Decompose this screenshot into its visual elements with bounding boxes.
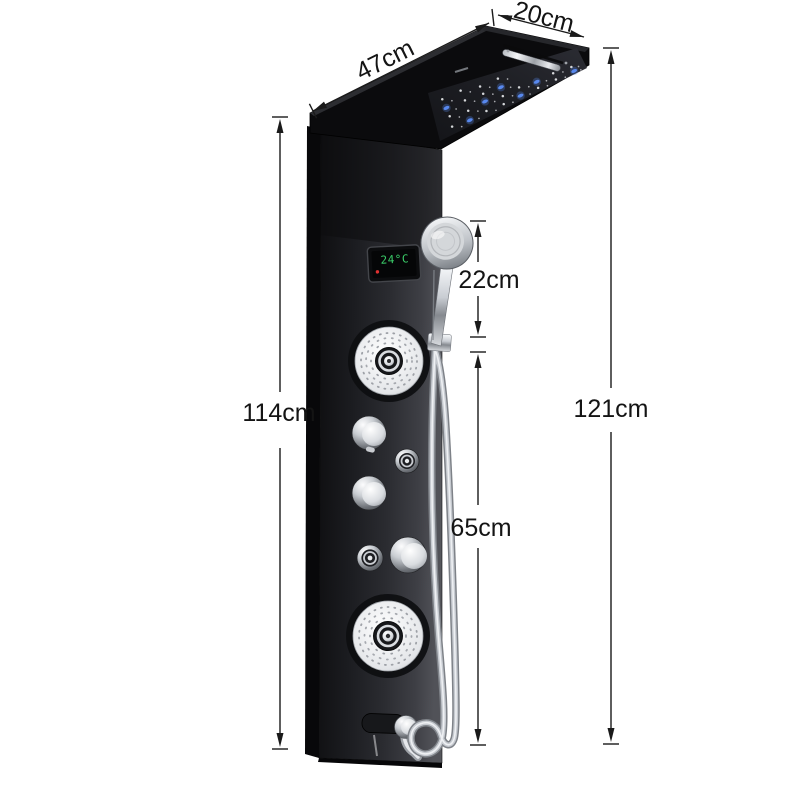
control-knob-1 <box>351 415 387 453</box>
temperature-readout: 24°C <box>380 252 409 266</box>
hand-shower-label: 22cm <box>458 266 519 294</box>
head-depth-label: 20cm <box>511 0 577 38</box>
panel-height-label: 114cm <box>242 399 315 427</box>
hand-shower <box>420 216 474 347</box>
dimension-hand-shower: 22cm <box>458 220 520 338</box>
body-jet-2 <box>346 594 430 678</box>
mist-jet-2 <box>356 544 384 572</box>
led-lights <box>441 65 582 128</box>
lower-section-label: 65cm <box>450 514 511 542</box>
shower-hose <box>407 347 460 758</box>
mist-jet-1 <box>394 448 420 474</box>
led-display: 24°C <box>366 244 422 283</box>
control-knob-3 <box>389 536 427 574</box>
power-indicator-dot <box>375 270 380 274</box>
body-jet-1 <box>348 320 430 402</box>
dimension-total-height: 121cm <box>573 47 649 745</box>
total-height-label: 121cm <box>573 395 648 423</box>
control-knob-2 <box>351 475 387 511</box>
dimension-lower-section: 65cm <box>450 351 512 746</box>
rain-showerhead <box>309 25 590 150</box>
waterfall-strip <box>502 44 564 72</box>
dimension-panel-height: 114cm <box>242 116 316 750</box>
